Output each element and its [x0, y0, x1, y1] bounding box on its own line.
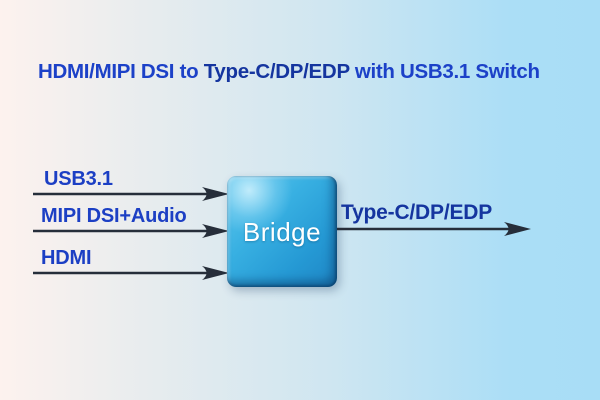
input-label-hdmi: HDMI: [41, 247, 92, 269]
input-arrow-mipi: [33, 224, 229, 238]
bridge-label: Bridge: [242, 217, 322, 247]
bridge-block: Bridge: [227, 176, 337, 287]
output-label-typec-dp-edp: Type-C/DP/EDP: [341, 201, 493, 224]
arrowhead-icon: [202, 224, 229, 238]
input-label-usb31: USB3.1: [44, 168, 113, 190]
input-arrow-hdmi: [33, 266, 229, 280]
arrowhead-icon: [202, 187, 229, 201]
arrowhead-icon: [504, 222, 531, 236]
title-segment-3: with USB3.1 Switch: [349, 60, 540, 83]
title-segment-1: HDMI/MIPI DSI to: [38, 60, 204, 83]
title-segment-accent: Type-C/DP/EDP: [203, 60, 350, 83]
input-arrow-usb31: [33, 187, 229, 201]
arrowhead-icon: [202, 266, 229, 280]
page-title: HDMI/MIPI DSI to Type-C/DP/EDP with USB3…: [38, 60, 540, 84]
input-label-mipi-dsi-audio: MIPI DSI+Audio: [41, 205, 187, 227]
output-arrow: [337, 222, 531, 236]
